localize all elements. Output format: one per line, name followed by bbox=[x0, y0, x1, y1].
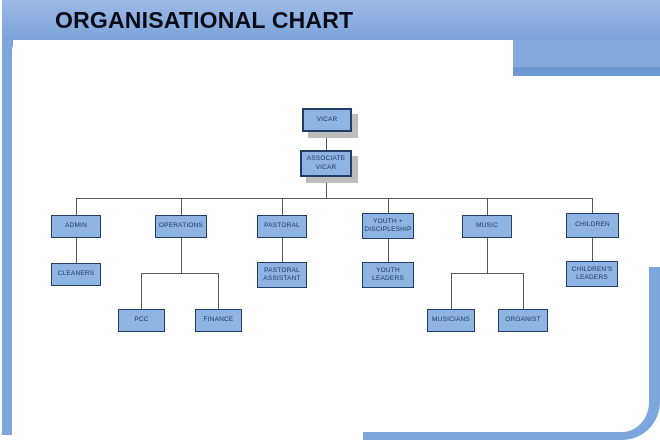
connector-line bbox=[326, 132, 327, 150]
org-node-children[interactable]: CHILDREN bbox=[566, 213, 619, 238]
org-node-finance[interactable]: FINANCE bbox=[195, 309, 242, 332]
org-node-pastoral[interactable]: PASTORAL bbox=[257, 215, 307, 238]
connector-line bbox=[388, 198, 389, 213]
connector-line bbox=[487, 238, 488, 273]
connector-line bbox=[451, 273, 452, 309]
org-node-vicar[interactable]: VICAR bbox=[302, 108, 352, 132]
connector-line bbox=[592, 198, 593, 213]
connector-line bbox=[141, 273, 142, 309]
connector-line bbox=[523, 273, 524, 309]
org-node-operations[interactable]: OPERATIONS bbox=[155, 215, 207, 238]
org-node-childrens-leaders[interactable]: CHILDREN'S LEADERS bbox=[566, 261, 618, 287]
org-node-pastoral-assistant[interactable]: PASTORAL ASSISTANT bbox=[257, 262, 307, 288]
connector-line bbox=[451, 273, 523, 274]
connector-line bbox=[141, 273, 218, 274]
connector-line bbox=[326, 177, 327, 198]
connector-line bbox=[76, 198, 77, 215]
header-band bbox=[2, 0, 660, 40]
org-node-youth-discipleship[interactable]: YOUTH + DISCIPLESHIP bbox=[362, 213, 414, 239]
org-node-musicians[interactable]: MUSICIANS bbox=[427, 309, 475, 332]
org-node-music[interactable]: MUSIC bbox=[462, 215, 512, 238]
org-node-admin[interactable]: ADMIN bbox=[51, 215, 101, 238]
top-right-accent-strip bbox=[513, 67, 660, 76]
content-panel bbox=[12, 40, 660, 440]
connector-line bbox=[218, 273, 219, 309]
connector-line bbox=[76, 198, 592, 199]
org-node-cleaners[interactable]: CLEANERS bbox=[51, 263, 101, 286]
bottom-right-accent-border bbox=[363, 267, 660, 440]
connector-line bbox=[388, 239, 389, 262]
connector-line bbox=[181, 198, 182, 215]
org-node-pcc[interactable]: PCC bbox=[118, 309, 165, 332]
org-node-organist[interactable]: ORGANIST bbox=[498, 309, 548, 332]
connector-line bbox=[592, 238, 593, 261]
top-right-accent-block bbox=[513, 40, 660, 67]
org-node-associate-vicar[interactable]: ASSOCIATE VICAR bbox=[300, 150, 352, 177]
connector-line bbox=[181, 238, 182, 273]
page-title: ORGANISATIONAL CHART bbox=[55, 7, 354, 33]
connector-line bbox=[282, 198, 283, 215]
connector-line bbox=[76, 238, 77, 263]
connector-line bbox=[487, 198, 488, 215]
connector-line bbox=[282, 238, 283, 262]
org-node-youth-leaders[interactable]: YOUTH LEADERS bbox=[362, 262, 414, 288]
